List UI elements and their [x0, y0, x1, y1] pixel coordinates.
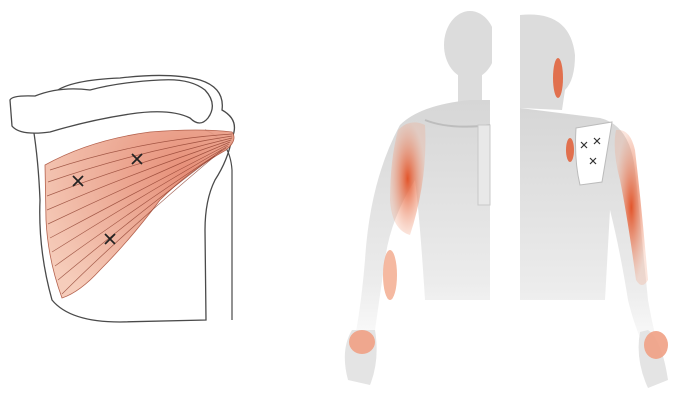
posterior-view: [520, 15, 668, 389]
neck-pain: [553, 58, 563, 98]
scapula-illustration: [0, 0, 260, 400]
forearm-pain: [383, 250, 397, 300]
anterior-view: [345, 11, 496, 385]
back-hand-pain: [644, 331, 668, 359]
body-figures: [330, 0, 683, 400]
front-hand-pain: [349, 330, 375, 354]
